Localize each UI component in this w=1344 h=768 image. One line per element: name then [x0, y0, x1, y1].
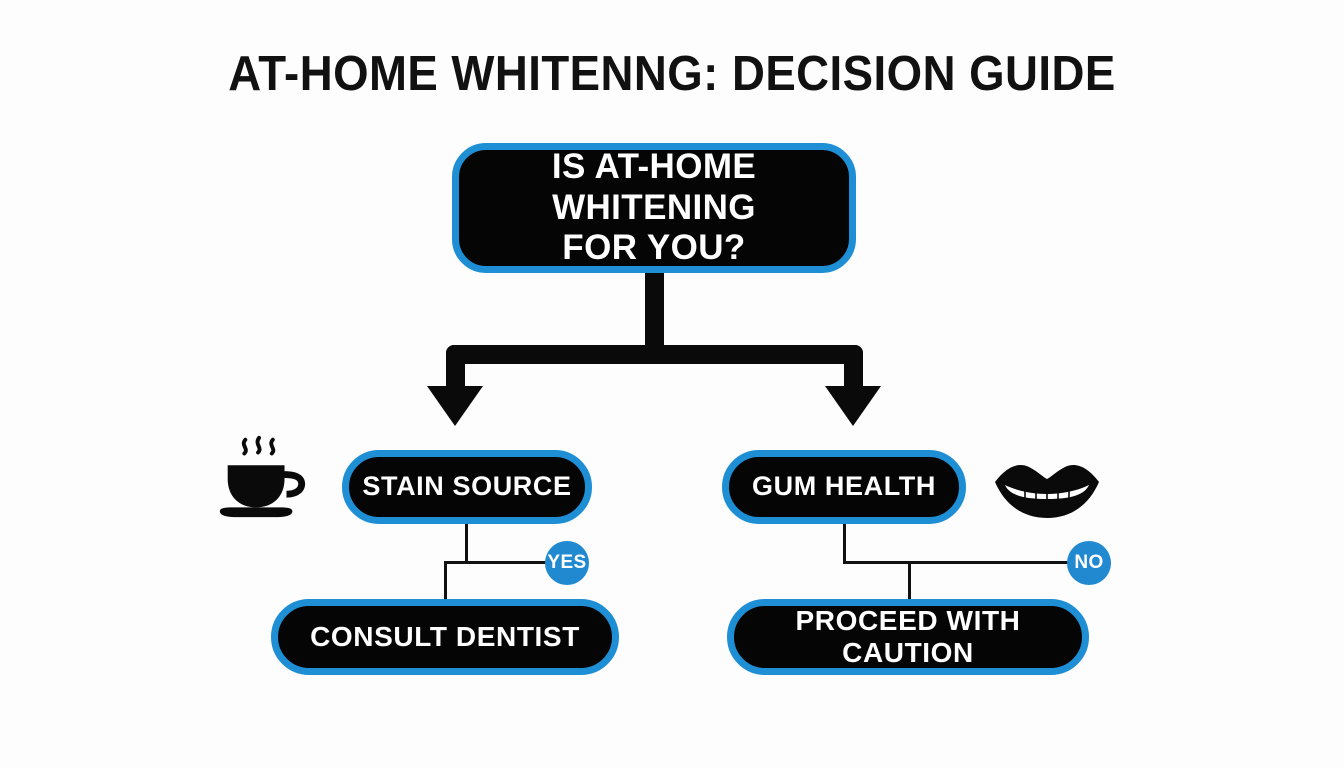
node-root-line1: IS AT-HOME WHITENING: [551, 147, 757, 227]
page-title: AT-HOME WHITENNG: DECISION GUIDE: [228, 47, 1116, 101]
connector-drop-right: [844, 345, 863, 389]
arrow-head-left-icon: [427, 386, 483, 426]
connector-left-vertical-lower: [444, 561, 447, 601]
arrow-head-right-icon: [825, 386, 881, 426]
node-consult-dentist[interactable]: CONSULT DENTIST: [271, 599, 619, 675]
node-gum-health[interactable]: GUM HEALTH: [722, 450, 966, 524]
node-root-question[interactable]: IS AT-HOME WHITENING FOR YOU?: [452, 143, 856, 273]
connector-left-horizontal: [444, 561, 556, 564]
badge-no: NO: [1067, 541, 1111, 585]
node-root-line2: FOR YOU?: [562, 228, 746, 268]
node-stain-source[interactable]: STAIN SOURCE: [342, 450, 592, 524]
connector-horizontal-bar: [446, 345, 863, 364]
coffee-cup-icon: [212, 428, 310, 526]
connector-root-stem: [645, 271, 664, 348]
connector-right-vertical-lower: [908, 561, 911, 601]
badge-yes: YES: [545, 541, 589, 585]
connector-right-vertical-upper: [843, 523, 846, 563]
connector-left-vertical-upper: [465, 523, 468, 563]
node-proceed-with-caution[interactable]: PROCEED WITH CAUTION: [727, 599, 1089, 675]
connector-right-horizontal: [843, 561, 1069, 564]
connector-drop-left: [446, 345, 465, 389]
mouth-lips-icon: [993, 458, 1101, 520]
